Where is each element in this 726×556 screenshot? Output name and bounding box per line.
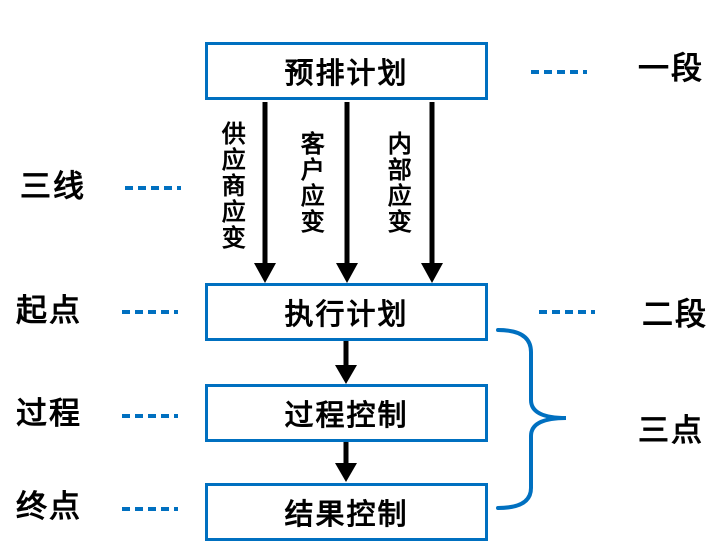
arrow-label-supplier: 供应商应变 bbox=[217, 121, 245, 251]
dashed-connector-stage-one bbox=[531, 70, 587, 74]
dashed-connector-three-lines bbox=[125, 186, 181, 190]
dashed-connector-stage-two bbox=[539, 310, 595, 314]
arrow-process-to-result bbox=[335, 441, 357, 482]
dashed-connector-end-point bbox=[122, 507, 178, 511]
dashed-connector-process bbox=[122, 414, 178, 418]
annotation-end-point: 终点 bbox=[16, 489, 82, 524]
arrow-supplier-contingency bbox=[254, 102, 276, 283]
box-result-label: 结果控制 bbox=[284, 499, 409, 531]
dashed-connector-start-point bbox=[122, 310, 178, 314]
curly-brace bbox=[496, 328, 567, 510]
annotation-three-lines: 三线 bbox=[20, 169, 86, 204]
arrow-internal-contingency bbox=[421, 102, 443, 283]
box-execute: 执行计划 bbox=[205, 283, 488, 341]
box-result: 结果控制 bbox=[205, 483, 488, 541]
arrow-label-customer: 客户应变 bbox=[296, 131, 324, 235]
arrow-customer-contingency bbox=[336, 102, 358, 283]
box-execute-label: 执行计划 bbox=[284, 299, 409, 331]
box-process: 过程控制 bbox=[205, 384, 488, 442]
annotation-process: 过程 bbox=[16, 396, 82, 431]
arrow-label-internal: 内部应变 bbox=[383, 131, 411, 235]
box-preplan: 预排计划 bbox=[205, 42, 488, 100]
annotation-start-point: 起点 bbox=[16, 293, 82, 328]
annotation-stage-two: 二段 bbox=[642, 297, 708, 332]
annotation-stage-one: 一段 bbox=[638, 51, 704, 86]
box-process-label: 过程控制 bbox=[284, 400, 409, 432]
arrow-execute-to-process bbox=[335, 341, 357, 384]
box-preplan-label: 预排计划 bbox=[284, 58, 409, 90]
annotation-three-points: 三点 bbox=[638, 413, 704, 448]
